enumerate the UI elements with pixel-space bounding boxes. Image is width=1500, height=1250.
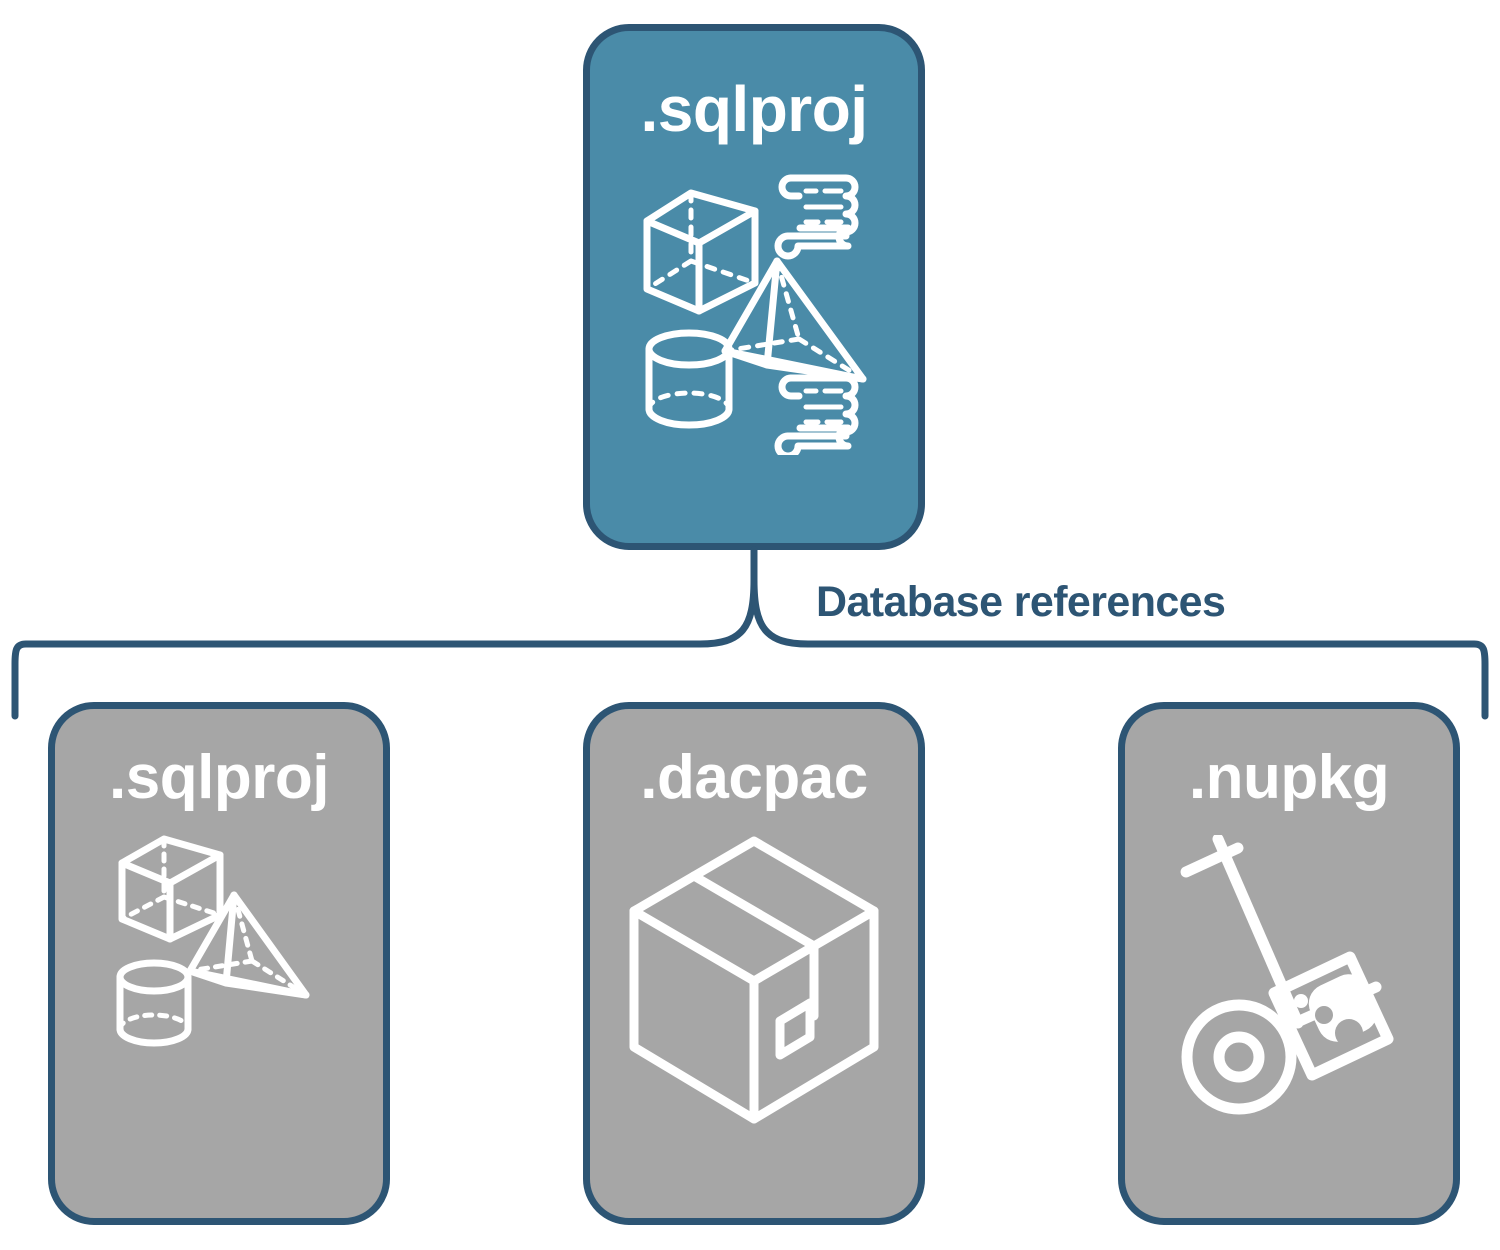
- connector-label-database-references: Database references: [816, 578, 1226, 626]
- node-leaf-nupkg-title: .nupkg: [1188, 743, 1390, 812]
- node-root-sqlproj[interactable]: .sqlproj: [583, 24, 925, 550]
- node-leaf-nupkg[interactable]: .nupkg: [1118, 702, 1460, 1225]
- cube-wireframe-icon: [643, 189, 759, 315]
- root-shapes-artwork: [629, 165, 879, 460]
- node-root-title: .sqlproj: [640, 73, 868, 145]
- node-leaf-dacpac-title: .dacpac: [640, 743, 868, 812]
- scroll-icon: [774, 174, 859, 260]
- pyramid-wireframe-icon: [186, 891, 310, 999]
- hand-truck-icon: [1180, 833, 1382, 1115]
- cylinder-wireframe-icon: [116, 959, 192, 1047]
- pyramid-wireframe-icon: [721, 257, 867, 383]
- cylinder-wireframe-icon: [645, 329, 733, 429]
- leaf-nupkg-handtruck-artwork: [1164, 833, 1414, 1125]
- cube-wireframe-icon: [118, 835, 224, 943]
- node-leaf-sqlproj[interactable]: .sqlproj: [48, 702, 390, 1225]
- package-box-icon: [629, 836, 879, 1124]
- node-leaf-dacpac[interactable]: .dacpac: [583, 702, 925, 1225]
- leaf-dacpac-package-artwork: [628, 835, 880, 1130]
- node-leaf-sqlproj-title: .sqlproj: [109, 743, 329, 812]
- scroll-icon: [774, 374, 859, 460]
- leaf-sqlproj-shapes-artwork: [104, 835, 334, 1070]
- nuget-package-icon: [1268, 951, 1394, 1081]
- database-references-brace: [11, 546, 1489, 720]
